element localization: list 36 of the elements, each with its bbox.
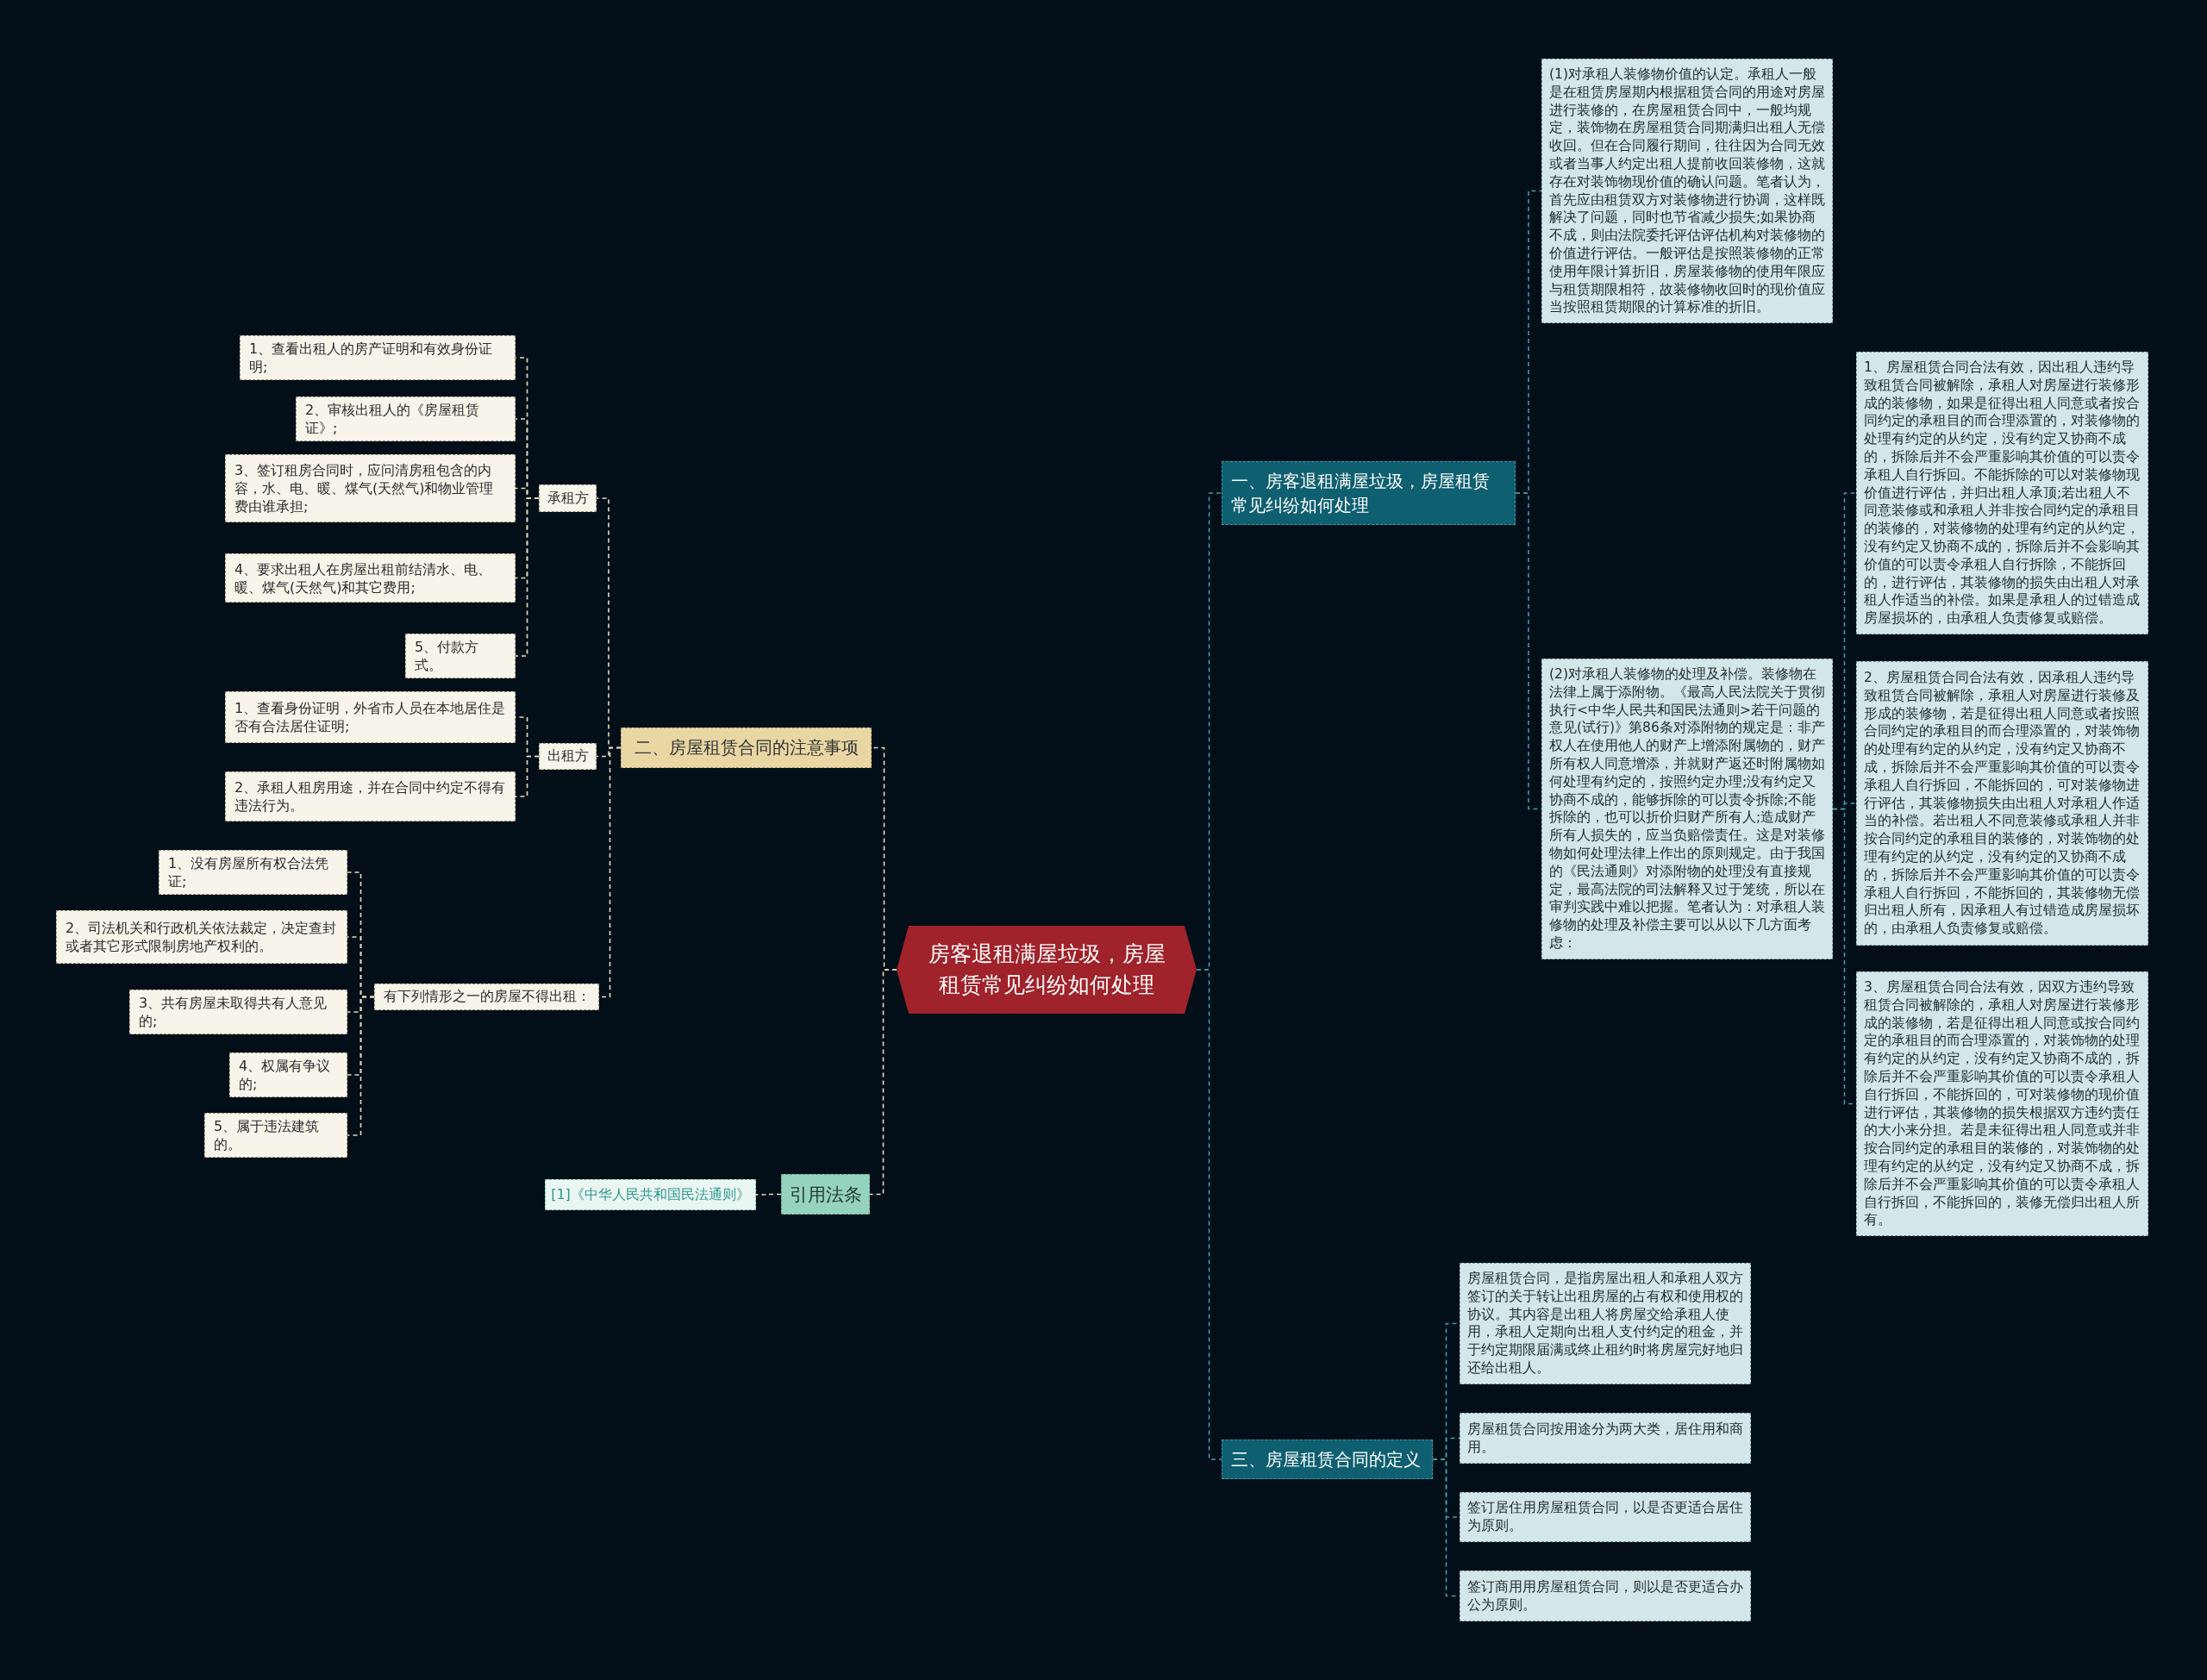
- text-card: 2、承租人租房用途，并在合同中约定不得有违法行为。: [225, 771, 516, 821]
- text-card: 5、付款方式。: [405, 634, 516, 678]
- text-card: 房屋租赁合同按用途分为两大类，居住用和商用。: [1460, 1413, 1751, 1464]
- text-card: 2、房屋租赁合同合法有效，因承租人违约导致租赁合同被解除，承租人对房屋进行装修及形成的装修物，若是征得出租人同意或者按照合同约定的承租目的而合理添置的，对装饰物的处理有约定的从约定，没有约定又协商不成，拆除后并不会严重影响其价值的可以责令承租人自行拆回，不能拆回的，可对装修物进行评估，其装修物损失由出租人对承租人作适当的补偿。若出租人不同意装修或承租人并非按合同约定的承租目的装修的，对装饰物的处理有约定的从约定，没有约定的又协商不成的，拆除后并不会严重影响其价值的可以责令承租人自行拆回，不能拆回的，其装修物无偿归出租人所有，因承租人有过错造成房屋损坏的，由承租人负责修复或赔偿。: [1856, 661, 2148, 946]
- text-card: (1)对承租人装修物价值的认定。承租人一般是在租赁房屋期内根据租赁合同的用途对房屋进行装修的，在房屋租赁合同中，一般均规定，装饰物在房屋租赁合同期满归出租人无偿收回。但在合同履行期间，往往因为合同无效或者当事人约定出租人提前收回装修物，这就存在对装饰物现价值的确认问题。笔者认为，首先应由租赁双方对装修物进行协调，这样既解决了问题，同时也节省减少损失;如果协商不成，则由法院委托评估评估机构对装修物的价值进行评估。一般评估是按照装修物的正常使用年限计算折旧，房屋装修物的使用年限应与租赁期限相符，故装修物收回时的现价值应当按照租赁期限的计算标准的折旧。: [1541, 59, 1833, 324]
- connector-line: [869, 969, 897, 1196]
- text-card: 1、查看身份证明，外省市人员在本地居住是否有合法居住证明;: [225, 691, 516, 743]
- topic-box: 三、房屋租赁合同的定义: [1222, 1440, 1433, 1479]
- text-card: 5、属于违法建筑的。: [204, 1113, 347, 1158]
- text-card: 4、权属有争议的;: [229, 1052, 347, 1097]
- text-card: 1、查看出租人的房产证明和有效身份证明;: [240, 335, 516, 380]
- topic-box: 引用法条: [781, 1174, 870, 1215]
- text-card: 4、要求出租人在房屋出租前结清水、电、暖、煤气(天然气)和其它费用;: [225, 553, 516, 603]
- connector-line: [755, 1193, 782, 1196]
- text-card: 1、房屋租赁合同合法有效，因出租人违约导致租赁合同被解除，承租人对房屋进行装修形成的装修物，如果是征得出租人同意或者按合同约定的承租目的而合理添置的，对装修物的处理有约定的从约定，没有约定又协商不成的，拆除后并不会严重影响其价值的可以责令承租人自行拆回。不能拆除的可以对装修物现价值进行评估，并归出租人承顶;若出租人不同意装修或和承租人并非按合同约定的承租目的装修的，对装修物的处理有约定的从约定，没有约定又协商不成的，拆除后并不会影响其价值的可以责令承租人自行拆除，不能拆回的，进行评估，其装修物的损失由出租人对承租人作适当的补偿。如果是承租人的过错造成房屋损坏的，由承租人负责修复或赔偿。: [1856, 352, 2148, 634]
- text-card: 3、共有房屋未取得共有人意见的;: [129, 990, 347, 1034]
- connector-line: [347, 996, 375, 1136]
- reference-link: [1]《中华人民共和国民法通则》: [545, 1179, 756, 1210]
- topic-box: 二、房屋租赁合同的注意事项: [621, 728, 872, 768]
- connector-line: [515, 755, 540, 797]
- text-card: 2、司法机关和行政机关依法裁定，决定查封或者其它形式限制房地产权利的。: [56, 910, 347, 964]
- central-topic: 房客退租满屋垃圾，房屋租赁常见纠纷如何处理: [897, 926, 1197, 1014]
- text-card: 1、没有房屋所有权合法凭证;: [159, 850, 347, 895]
- text-card: 签订居住用房屋租赁合同，以是否更适合居住为原则。: [1460, 1492, 1751, 1542]
- text-card: 3、房屋租赁合同合法有效，因双方违约导致租赁合同被解除的，承租人对房屋进行装修形成的装修物，若是征得出租人同意或按合同约定的承租目的而合理添置的，对装饰物的处理有约定的从约定，没有约定又协商不成的，拆除后并不会严重影响其价值的可以责令承租人自行拆回，不能拆回的，可对装修物的现价值进行评估，其装修物的损失根据双方违约责任的大小来分担。若是未征得出租人同意或并非按合同约定的承租目的装修的，对装饰物的处理有约定的从约定，没有约定又协商不成，拆除后并不会严重影响其价值的可以责令承租人自行拆回，不能拆回的，装修无偿归出租人所有。: [1856, 971, 2148, 1237]
- subtopic-box: 出租方: [539, 743, 597, 770]
- connector-line: [1196, 969, 1222, 1460]
- text-card: (2)对承租人装修物的处理及补偿。装修物在法律上属于添附物。《最高人民法院关于贯彻执行<中华人民共和国民法通则>若干问题的意见(试行)》第86条对添附物的规定是：非产权人在使用他人的财产上增添附属物的，财产所有权人同意增添，并就财产返还时附属物如何处理有约定的，按照约定办理;没有约定又协商不成的，能够拆除的可以责令拆除;不能拆除的，也可以折价归财产所有人;造成财产所有人损失的，应当负赔偿责任。这是对装修物如何处理法律上作出的原则规定。由于我国的《民法通则》对添附物的处理没有直接规定，最高法院的司法解释又过于笼统，所以在审判实践中难以把握。笔者认为：对承租人装修物的处理及补偿主要可以从以下几方面考虑：: [1541, 659, 1833, 959]
- text-card: 2、审核出租人的《房屋租赁证》;: [296, 397, 516, 441]
- text-card: 3、签订租房合同时，应问清房租包含的内容，水、电、暖、煤气(天然气)和物业管理费由谁承担;: [225, 454, 516, 522]
- connector-line: [515, 497, 540, 657]
- subtopic-box: 有下列情形之一的房屋不得出租：: [374, 984, 599, 1010]
- topic-box: 一、房客退租满屋垃圾，房屋租赁常见纠纷如何处理: [1222, 461, 1516, 525]
- text-card: 签订商用用房屋租赁合同，则以是否更适合办公为原则。: [1460, 1571, 1751, 1621]
- text-card: 房屋租赁合同，是指房屋出租人和承租人双方签订的关于转让出租房屋的占有权和使用权的协议。其内容是出租人将房屋交给承租人使用，承租人定期向出租人支付约定的租金，并于约定期限届满或终止租约时将房屋完好地归还给出租人。: [1460, 1263, 1751, 1384]
- subtopic-box: 承租方: [539, 484, 597, 512]
